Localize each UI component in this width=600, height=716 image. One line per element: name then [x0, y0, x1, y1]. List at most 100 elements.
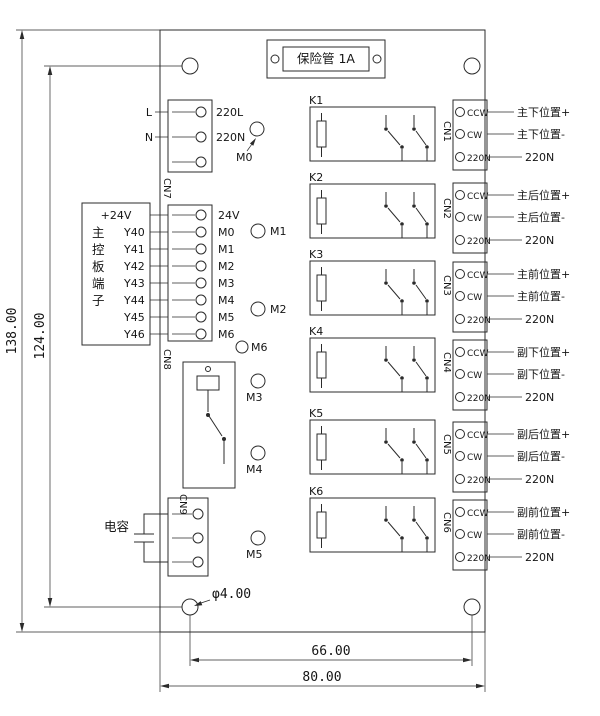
cn8-label: CN8 — [161, 349, 172, 370]
arrowhead — [19, 623, 25, 632]
terminal-wires — [487, 273, 522, 320]
cn8-out-m4: M4 — [218, 294, 235, 307]
terminal-body — [452, 499, 488, 571]
panel-title-char-3: 板 — [92, 259, 105, 274]
contact-dot — [425, 458, 429, 462]
ext-label-220n: 220N — [525, 391, 554, 404]
cn8-out-24v: 24V — [218, 209, 240, 222]
terminal-body — [452, 421, 488, 493]
m4-indicator — [250, 445, 266, 461]
terminal-block-4: CCW CW 220N 副下位置+ 副下位置- 220N — [452, 339, 570, 411]
terminal-block-3: CCW CW 220N 主前位置+ 主前位置- 220N — [452, 261, 570, 333]
pin-label-220n: 220N — [467, 154, 491, 164]
relay-connector-label: CN3 — [441, 275, 452, 296]
cn9-body — [182, 361, 236, 489]
dimensions: 138.00 124.00 66.00 80.00 φ4.00 — [5, 29, 486, 692]
contact-dot — [425, 222, 429, 226]
cn9-contact-dot-2 — [222, 437, 226, 441]
m2-label: M2 — [270, 303, 287, 316]
terminal-wires — [487, 511, 522, 558]
cap-connector-body — [167, 497, 209, 577]
terminal-pin — [455, 291, 465, 301]
relay-name: K6 — [309, 485, 323, 498]
ext-label-plus: 副前位置+ — [517, 505, 570, 519]
extension-lines-outer-height — [16, 29, 160, 633]
cn8-out-m5: M5 — [218, 311, 235, 324]
cn9-coil — [196, 375, 220, 391]
fuse-pin-right — [372, 54, 382, 64]
ext-label-220n: 220N — [525, 234, 554, 247]
terminal-wires — [487, 433, 522, 480]
relay-contacts — [321, 267, 428, 315]
cn9-label: CN9 — [177, 494, 188, 515]
contact-dot — [384, 358, 388, 362]
arrowhead — [160, 683, 169, 689]
cn9-module: CN9 — [177, 361, 236, 515]
cn7-label: CN7 — [161, 178, 172, 199]
cn8-pin-6 — [195, 294, 207, 306]
terminal-pin — [455, 152, 465, 162]
dim-outer-width: 80.00 — [302, 670, 341, 685]
cap-pin-2 — [192, 532, 204, 544]
m4-label: M4 — [246, 463, 263, 476]
contact-dot — [412, 440, 416, 444]
relay-k3: K3 CN3 — [309, 248, 452, 316]
dim-inner-height: 124.00 — [33, 313, 48, 360]
contact-dot — [400, 536, 404, 540]
cn8-pin-7 — [195, 311, 207, 323]
cn7-pin-2 — [195, 131, 207, 143]
extension-lines-inner-height — [44, 65, 182, 608]
pin-label-220n: 220N — [467, 316, 491, 326]
relay-body — [309, 419, 436, 475]
contact-dot — [400, 458, 404, 462]
pin-label-cw: CW — [467, 214, 482, 224]
terminal-pin — [455, 269, 465, 279]
relay-body — [309, 183, 436, 239]
cap-pin-3 — [192, 556, 204, 568]
ext-label-220n: 220N — [525, 313, 554, 326]
ext-label-plus: 主后位置+ — [517, 188, 570, 202]
cn8-connector: 24V M0 M1 M2 M3 M4 M5 M6 CN8 — [161, 204, 240, 370]
cn8-out-m1: M1 — [218, 243, 235, 256]
relay-k2: K2 CN2 — [309, 171, 452, 239]
cn8-out-m3: M3 — [218, 277, 235, 290]
ext-label-minus: 副下位置- — [517, 367, 565, 381]
relay-contacts — [321, 504, 428, 552]
contact-dot — [412, 127, 416, 131]
hole-leader-line — [200, 599, 211, 604]
relay-name: K1 — [309, 94, 323, 107]
cn9-switch-blade — [208, 415, 223, 437]
contact-dot — [425, 536, 429, 540]
control-panel-box — [81, 202, 151, 346]
panel-title-char-5: 子 — [92, 293, 105, 308]
m5-indicator — [250, 530, 266, 546]
terminal-pin — [455, 529, 465, 539]
ext-label-minus: 主后位置- — [517, 210, 565, 224]
mounting-hole-top-left — [181, 57, 199, 75]
arrowhead — [463, 657, 472, 663]
ext-label-minus: 副后位置- — [517, 449, 565, 463]
capacitor-section: 电容 — [104, 497, 209, 577]
cn8-pin-5 — [195, 277, 207, 289]
panel-title-char-1: 主 — [92, 225, 105, 240]
contact-dot — [425, 299, 429, 303]
m5-label: M5 — [246, 548, 263, 561]
mounting-hole-bottom-right — [463, 598, 481, 616]
cn8-pin-2 — [195, 226, 207, 238]
relay-contacts — [321, 426, 428, 474]
cn8-pin-3 — [195, 243, 207, 255]
mounting-hole-bottom-left — [181, 598, 199, 616]
m6-indicator — [235, 340, 249, 354]
cn9-top-pin — [205, 366, 211, 372]
terminal-block-6: CCW CW 220N 副前位置+ 副前位置- 220N — [452, 499, 570, 571]
terminal-wires — [487, 194, 522, 241]
terminal-pin — [455, 507, 465, 517]
ext-label-minus: 副前位置- — [517, 527, 565, 541]
pin-label-220n: 220N — [467, 394, 491, 404]
relay-body — [309, 106, 436, 162]
capacitor-symbol — [134, 513, 168, 563]
terminal-body — [452, 182, 488, 254]
contact-dot — [412, 358, 416, 362]
contact-dot — [400, 299, 404, 303]
